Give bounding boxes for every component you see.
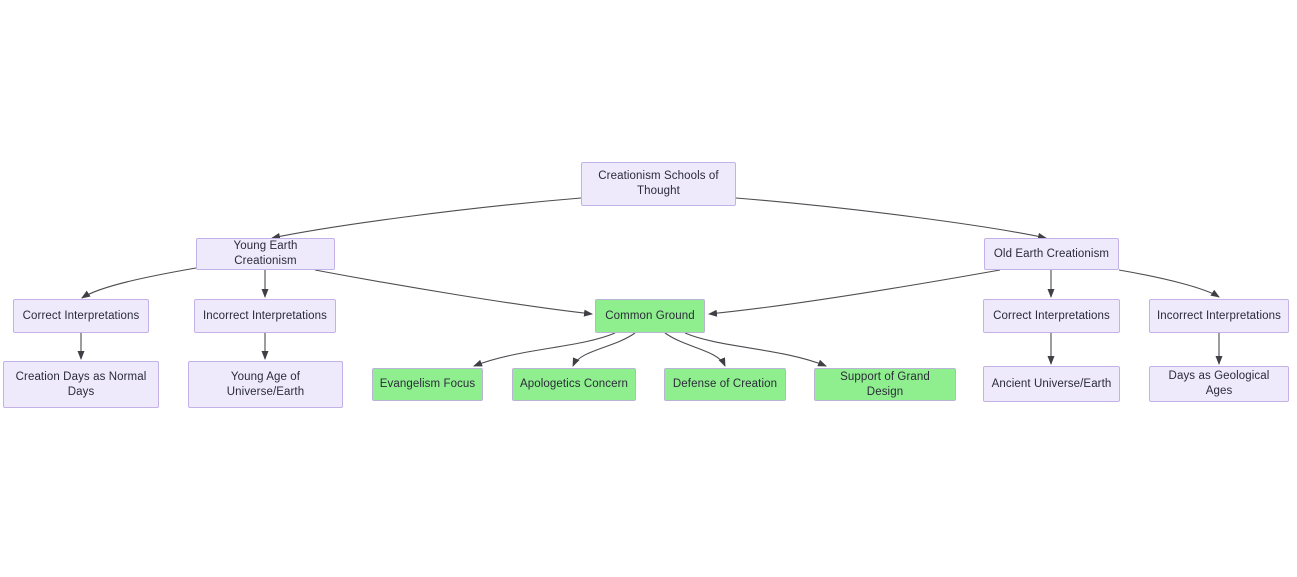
node-label-creation-days-normal: Creation Days as Normal Days [15,370,147,398]
node-label-defense-of-creation: Defense of Creation [672,378,778,390]
node-label-yec: Young Earth Creationism [233,240,298,267]
edge-common-ground-to-apologetics-concern [572,332,636,367]
edge-yec-to-common-ground [314,269,593,317]
node-common-ground[interactable]: Common Ground [595,299,705,333]
node-days-geological-ages[interactable]: Days as Geological Ages [1149,366,1289,402]
edge-oec-to-common-ground [708,269,1001,317]
node-label-days-geological-ages: Days as Geological Ages [1168,370,1270,397]
node-ancient-universe[interactable]: Ancient Universe/Earth [983,366,1120,402]
node-label-oec: Old Earth Creationism [993,247,1110,260]
node-yec-incorrect[interactable]: Incorrect Interpretations [194,299,336,333]
node-defense-of-creation[interactable]: Defense of Creation [664,368,786,401]
node-oec-incorrect[interactable]: Incorrect Interpretations [1149,299,1289,333]
edge-common-ground-to-evangelism-focus [473,332,616,367]
node-label-oec-correct: Correct Interpretations [993,309,1110,322]
node-yec-correct[interactable]: Correct Interpretations [13,299,149,333]
edge-yec-to-yec-correct [81,267,197,299]
node-label-apologetics-concern: Apologetics Concern [519,378,629,390]
edge-root-to-oec [735,197,1047,240]
node-support-grand-design[interactable]: Support of Grand Design [814,368,956,401]
node-label-support-grand-design: Support of Grand Design [840,370,930,398]
node-young-age[interactable]: Young Age of Universe/Earth [188,361,343,408]
node-label-evangelism-focus: Evangelism Focus [379,378,476,390]
node-label-ancient-universe: Ancient Universe/Earth [991,377,1112,390]
node-yec[interactable]: Young Earth Creationism [196,238,335,270]
node-oec[interactable]: Old Earth Creationism [984,238,1119,270]
node-label-yec-correct: Correct Interpretations [22,309,140,322]
node-creation-days-normal[interactable]: Creation Days as Normal Days [3,361,159,408]
node-oec-correct[interactable]: Correct Interpretations [983,299,1120,333]
edge-root-to-yec [271,197,582,240]
node-root[interactable]: Creationism Schools of Thought [581,162,736,206]
node-evangelism-focus[interactable]: Evangelism Focus [372,368,483,401]
node-apologetics-concern[interactable]: Apologetics Concern [512,368,636,401]
edge-oec-to-oec-incorrect [1118,269,1220,298]
node-label-young-age: Young Age of Universe/Earth [226,370,305,398]
node-label-oec-incorrect: Incorrect Interpretations [1157,309,1281,322]
edge-common-ground-to-support-grand-design [684,332,827,367]
node-label-root: Creationism Schools of Thought [598,170,719,197]
edge-common-ground-to-defense-of-creation [664,332,726,367]
node-label-common-ground: Common Ground [605,309,695,322]
node-label-yec-incorrect: Incorrect Interpretations [203,309,327,322]
